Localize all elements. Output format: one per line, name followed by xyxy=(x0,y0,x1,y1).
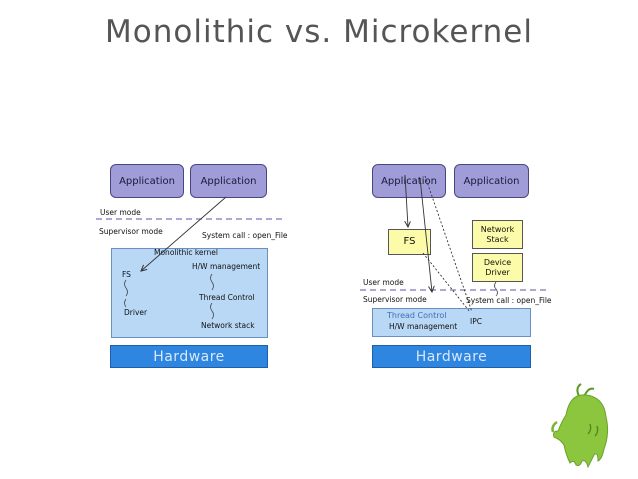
device-driver-label: Device xyxy=(483,257,512,267)
monolithic-kernel: Monolithic kernel FS H/W management Thre… xyxy=(111,248,268,338)
device-driver-box: Device Driver xyxy=(472,253,523,282)
network-stack-label: Network stack xyxy=(201,321,255,330)
driver-label: Driver xyxy=(124,308,148,317)
system-call-label: System call : open_File xyxy=(202,231,288,240)
kernel-label: Monolithic kernel xyxy=(154,248,218,257)
squiggle-connector xyxy=(210,302,214,320)
application-box: Application xyxy=(110,164,184,198)
network-stack-label: Stack xyxy=(486,234,509,244)
network-stack-box: Network Stack xyxy=(472,220,523,249)
microkernel-box: Thread Control IPC H/W management xyxy=(372,308,531,337)
supervisor-mode-label: Supervisor mode xyxy=(363,295,427,304)
fs-server-box: FS xyxy=(388,229,431,255)
system-call-label: System call : open_File xyxy=(466,296,552,305)
hw-management-label: H/W management xyxy=(389,322,458,331)
application-box: Application xyxy=(190,164,267,198)
squiggle-connector xyxy=(494,281,498,297)
system-call-arrow xyxy=(141,196,227,271)
thread-control-label: Thread Control xyxy=(199,293,255,302)
squiggle-connector xyxy=(210,273,214,291)
fs-label: FS xyxy=(122,270,131,279)
device-driver-label: Driver xyxy=(485,267,510,277)
hardware-box: Hardware xyxy=(110,345,268,368)
squiggle-connector xyxy=(124,298,127,308)
page-title: Monolithic vs. Microkernel xyxy=(105,14,533,50)
squiggle-connector xyxy=(124,279,128,297)
user-mode-label: User mode xyxy=(100,208,141,217)
network-stack-label: Network xyxy=(480,224,515,234)
application-box: Application xyxy=(372,164,446,198)
ipc-label: IPC xyxy=(470,317,482,326)
hardware-box: Hardware xyxy=(372,345,531,368)
green-creature-icon xyxy=(551,383,609,469)
application-box: Application xyxy=(454,164,529,198)
ipc-dotted-arrow xyxy=(422,252,471,313)
hw-management-label: H/W management xyxy=(192,262,261,271)
message-arrow xyxy=(419,177,432,292)
thread-control-label: Thread Control xyxy=(387,311,447,320)
user-mode-label: User mode xyxy=(363,278,404,287)
supervisor-mode-label: Supervisor mode xyxy=(99,227,163,236)
message-arrow xyxy=(405,174,408,227)
